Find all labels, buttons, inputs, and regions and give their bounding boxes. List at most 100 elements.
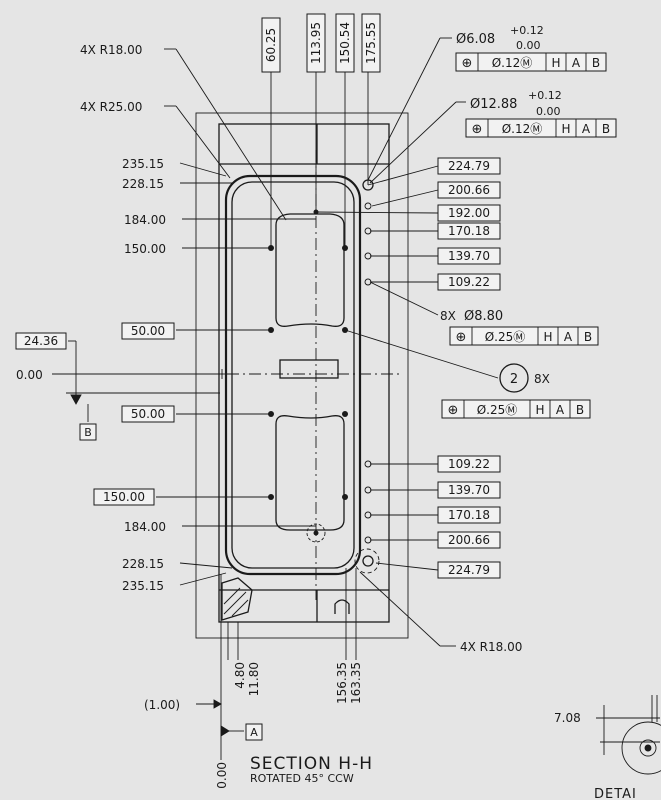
lower-cavity — [275, 415, 345, 531]
position-symbol-icon: ⊕ — [448, 403, 459, 418]
dim-139-70-top: 139.70 — [448, 249, 490, 263]
dim-228-15-bottom: 228.15 — [122, 557, 164, 571]
side-hole — [364, 202, 372, 210]
dimension-lines — [52, 37, 661, 775]
fcf-datum-2: A — [556, 403, 565, 417]
top-dimensions: 60.25 113.95 150.54 175.55 — [261, 13, 381, 73]
dim-150-top: 150.00 — [124, 242, 166, 256]
dim-0-00-bottom: 0.00 — [215, 762, 229, 789]
dim-163-35: 163.35 — [349, 662, 363, 704]
pocket-inner-wall — [231, 181, 355, 569]
tol-608-plus: +0.12 — [510, 24, 544, 37]
dim-4-80: 4.80 — [233, 662, 247, 689]
dim-200-66-bottom: 200.66 — [448, 533, 490, 547]
upper-cavity — [275, 213, 345, 327]
dim-224-79-bottom: 224.79 — [448, 563, 490, 577]
detail-view-partial: 7.08 DETAI — [554, 711, 637, 800]
dim-109-22-top: 109.22 — [448, 275, 490, 289]
dim-24-36: 24.36 — [24, 334, 58, 348]
tol-608-minus: 0.00 — [516, 39, 541, 52]
detail-callout-circle — [354, 548, 380, 574]
fcf-tolerance: Ø.12Ⓜ — [502, 122, 543, 136]
r18-bottom-label: 4X R18.00 — [460, 640, 522, 654]
part-outline — [218, 123, 390, 623]
fcf-datum-1: H — [535, 403, 544, 417]
dim-7-08: 7.08 — [554, 711, 581, 725]
bottom-dimensions: 4.80 11.80 156.35 163.35 0.00 (1.00) — [144, 662, 363, 789]
balloon-number: 2 — [510, 372, 518, 387]
fcf-datum-3: B — [584, 330, 592, 344]
fcf-datum-1: H — [561, 122, 570, 136]
dim-184-bottom: 184.00 — [124, 520, 166, 534]
datum-b: B — [79, 423, 97, 441]
dim-184-top: 184.00 — [124, 213, 166, 227]
fcf-tolerance: Ø.12Ⓜ — [492, 56, 533, 70]
hole-dot — [342, 411, 348, 417]
dim-50-bottom: 50.00 — [131, 407, 165, 421]
dim-50-top: 50.00 — [131, 324, 165, 338]
fcf-4: ⊕ Ø.25Ⓜ H A B — [441, 399, 591, 419]
dim-139-70-bottom: 139.70 — [448, 483, 490, 497]
position-symbol-icon: ⊕ — [462, 56, 473, 71]
datum-a-letter: A — [250, 726, 258, 739]
datum-b-letter: B — [84, 426, 92, 439]
fcf-2: ⊕ Ø.12Ⓜ H A B — [465, 118, 617, 138]
dim-200-66-top: 200.66 — [448, 183, 490, 197]
side-hole-large — [362, 555, 374, 567]
eightx-label: 8X — [440, 309, 456, 323]
tol-1288-plus: +0.12 — [528, 89, 562, 102]
dia-1288-label: Ø12.88 — [470, 97, 517, 112]
section-subtitle: ROTATED 45° CCW — [250, 772, 354, 785]
dim-235-15-top: 235.15 — [122, 157, 164, 171]
radius-labels: 4X R18.00 4X R25.00 4X R18.00 — [80, 43, 522, 654]
dim-109-22-bottom: 109.22 — [448, 457, 490, 471]
dim-0-00: 0.00 — [16, 368, 43, 382]
dim-170-18-top: 170.18 — [448, 224, 490, 238]
tol-1288-minus: 0.00 — [536, 105, 561, 118]
dim-150-54: 150.54 — [338, 22, 352, 64]
detail-label: DETAI — [594, 787, 637, 800]
bottom-notch — [334, 599, 350, 614]
fcf-datum-3: B — [602, 122, 610, 136]
dim-150-bottom: 150.00 — [103, 490, 145, 504]
lower-detail-circle — [306, 523, 326, 543]
fcf-tolerance: Ø.25Ⓜ — [485, 330, 526, 344]
left-dimensions: 235.15 228.15 184.00 150.00 50.00 24.36 … — [15, 157, 175, 593]
dim-1-00-ref: (1.00) — [144, 698, 180, 712]
hatched-breakout — [221, 577, 253, 621]
r18-top-label: 4X R18.00 — [80, 43, 142, 57]
fcf-datum-1: H — [551, 56, 560, 70]
position-symbol-icon: ⊕ — [472, 122, 483, 137]
hole-callouts: Ø6.08 +0.12 0.00 Ø12.88 +0.12 0.00 — [456, 24, 562, 118]
fcf-tolerance: Ø.25Ⓜ — [477, 403, 518, 417]
hole-dot — [342, 494, 348, 500]
dim-228-15-top: 228.15 — [122, 177, 164, 191]
section-title-block: SECTION H-H ROTATED 45° CCW — [250, 754, 373, 785]
center-slot — [279, 359, 339, 379]
part-geometry — [195, 112, 409, 639]
position-symbol-icon: ⊕ — [456, 330, 467, 345]
right-dimensions-top: 224.79 200.66 192.00 170.18 139.70 109.2… — [437, 157, 501, 291]
fcf-1: ⊕ Ø.12Ⓜ H A B — [455, 52, 607, 72]
dia-608-label: Ø6.08 — [456, 32, 495, 47]
fcf-datum-1: H — [543, 330, 552, 344]
dim-170-18-bottom: 170.18 — [448, 508, 490, 522]
dia-880-label: Ø8.80 — [464, 309, 503, 324]
datum-a: A — [245, 723, 263, 741]
dim-156-35: 156.35 — [335, 662, 349, 704]
dim-175-55: 175.55 — [364, 22, 378, 64]
fcf-datum-3: B — [592, 56, 600, 70]
balloon-qty: 8X — [534, 372, 550, 386]
hole-count-callout: 8X Ø8.80 2 8X — [440, 309, 550, 393]
dim-60-25: 60.25 — [264, 28, 278, 62]
section-title: SECTION H-H — [250, 754, 373, 774]
fcf-datum-2: A — [564, 330, 573, 344]
pocket-outer-wall — [224, 174, 362, 576]
dim-192-00: 192.00 — [448, 206, 490, 220]
dim-235-15-bottom: 235.15 — [122, 579, 164, 593]
fcf-datum-2: A — [572, 56, 581, 70]
fcf-datum-2: A — [582, 122, 591, 136]
fcf-datum-3: B — [576, 403, 584, 417]
dim-11-80: 11.80 — [247, 662, 261, 696]
